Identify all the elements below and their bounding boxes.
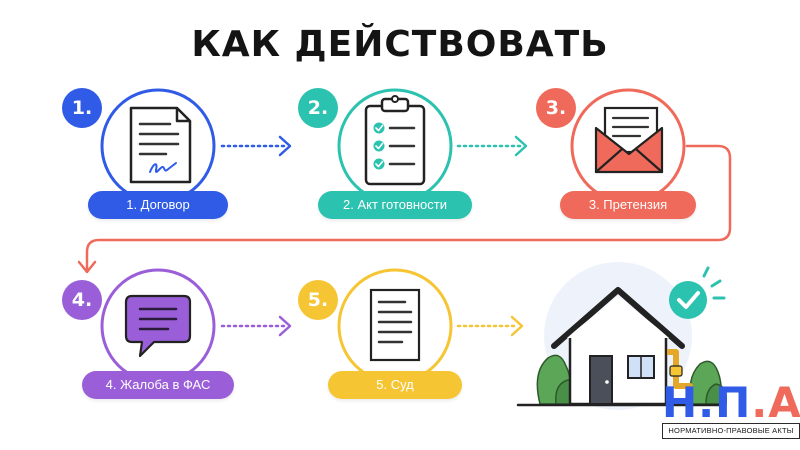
clipboard-checklist-icon [364,95,426,186]
court-document-icon [369,288,421,362]
arrow-1-to-2 [220,135,292,157]
arrow-2-to-3 [456,135,528,157]
step-3-number: 3. [536,88,576,128]
step-2-label: 2. Акт готовности [318,191,472,219]
logo-letter-n: Н [662,378,699,427]
logo-dot-2: . [751,378,769,427]
logo-letter-p: П [715,378,752,427]
arrow-5-to-result [456,315,524,337]
logo-letters: Н.П.А [662,378,800,427]
envelope-letter-icon [594,106,664,174]
house-gas-connected-icon [516,262,728,410]
contract-document-icon [129,106,192,184]
step-5-label: 5. Суд [328,371,462,399]
step-2-number: 2. [298,88,338,128]
arrow-4-to-5 [220,315,292,337]
chat-bubble-icon [124,294,192,358]
step-1-number: 1. [62,88,102,128]
npa-logo: Н.П.А НОРМАТИВНО-ПРАВОВЫЕ АКТЫ [662,381,800,439]
page-title: КАК ДЕЙСТВОВАТЬ [191,24,609,65]
step-1-label: 1. Договор [88,191,228,219]
step-3-label: 3. Претензия [560,191,696,219]
connector-3-to-4 [77,144,732,274]
step-5-number: 5. [298,280,338,320]
logo-letter-a: А [768,378,800,427]
step-4-label: 4. Жалоба в ФАС [82,371,234,399]
logo-tagline: НОРМАТИВНО-ПРАВОВЫЕ АКТЫ [662,423,800,439]
step-4-number: 4. [62,280,102,320]
check-circle-icon [669,266,726,319]
logo-dot-1: . [698,378,716,427]
